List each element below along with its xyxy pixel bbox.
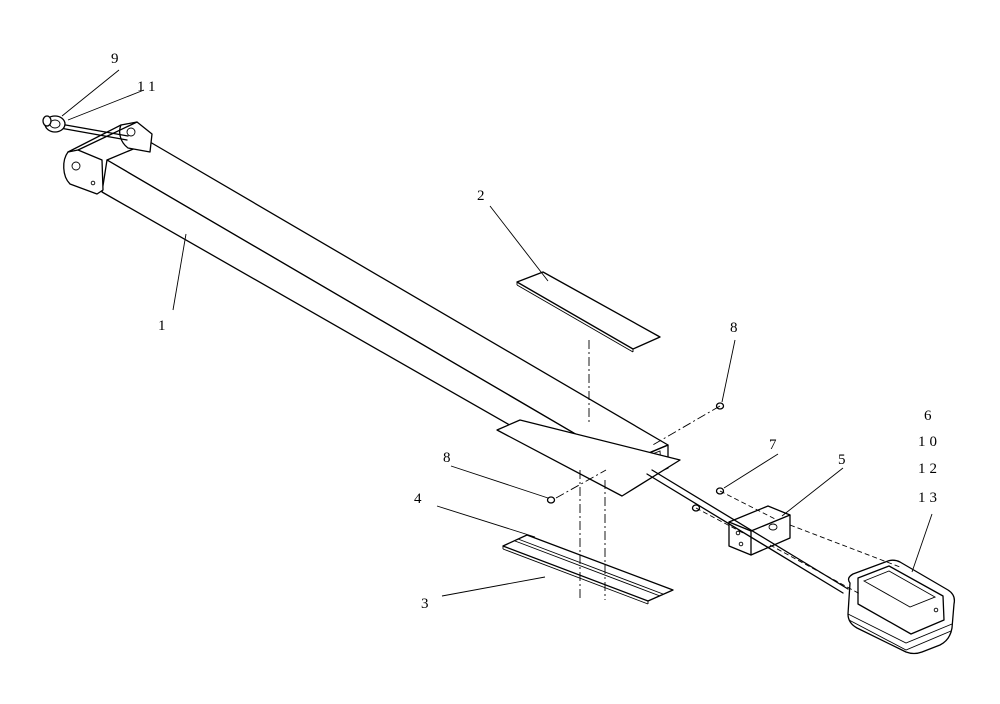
part-1-main-tube (63, 121, 669, 488)
part-6-13-control-box (847, 559, 956, 655)
leader-lines (61, 69, 933, 597)
callout-3: 3 (421, 596, 429, 612)
part-9-11-pivot-pin (42, 115, 129, 141)
part-2-upper-plate (516, 271, 661, 353)
callout-6: 6 (924, 408, 932, 424)
callout-4: 4 (414, 491, 422, 507)
callout-10: 10 (918, 434, 941, 450)
callout-labels: 1 2 3 4 5 6 7 8 8 9 10 11 12 13 (111, 51, 941, 612)
callout-8-lower: 8 (443, 450, 451, 466)
callout-2: 2 (477, 188, 485, 204)
callout-1: 1 (158, 318, 166, 334)
callout-7: 7 (769, 437, 777, 453)
connecting-rod (646, 469, 849, 594)
part-3-4-lower-plates (502, 534, 674, 605)
callout-11: 11 (137, 79, 159, 95)
assembly-centerlines (555, 340, 901, 600)
callout-5: 5 (838, 452, 846, 468)
callout-13: 13 (918, 490, 941, 506)
callout-8-upper: 8 (730, 320, 738, 336)
part-5-bracket (728, 505, 791, 556)
callout-9: 9 (111, 51, 119, 67)
callout-12: 12 (918, 461, 941, 477)
